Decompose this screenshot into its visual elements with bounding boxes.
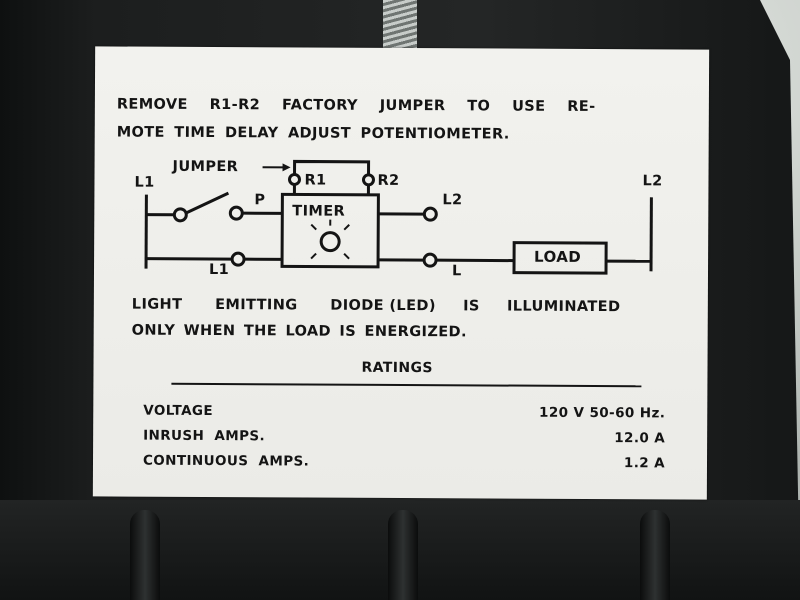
ratings-divider (171, 382, 642, 388)
label-r2: R2 (377, 172, 400, 189)
terminal-p (228, 205, 244, 221)
load-box (512, 241, 608, 275)
label-p: P (254, 192, 266, 209)
led-rays-icon (310, 219, 350, 260)
wiring-diagram (144, 159, 653, 275)
rating-value-voltage: 120 V 50-60 Hz. (539, 404, 666, 422)
word: EMITTING (215, 297, 298, 314)
word: DIODE (LED) (330, 297, 436, 315)
timer-box (280, 192, 380, 269)
terminal (172, 207, 188, 223)
label-jumper: JUMPER (172, 158, 239, 176)
terminal-l2 (422, 206, 438, 222)
rating-value-inrush: 12.0 A (614, 430, 666, 447)
word: ILLUMINATED (506, 298, 621, 316)
arrow-head (282, 163, 291, 172)
led-icon (319, 231, 341, 253)
label-l2-top: L2 (642, 173, 663, 190)
label-l1-top: L1 (134, 174, 155, 191)
terminal-l1 (230, 251, 246, 267)
word: IS (463, 298, 480, 315)
factory-jumper (293, 159, 371, 175)
label-timer: TIMER (292, 203, 346, 220)
rating-label-continuous: CONTINUOUS AMPS. (142, 452, 310, 470)
label-load: LOAD (534, 247, 582, 266)
ratings-heading: RATINGS (361, 359, 433, 377)
led-note-line-2: ONLY WHEN THE LOAD IS ENERGIZED. (131, 322, 467, 341)
led-note-line-1: LIGHT EMITTING DIODE (LED) IS ILLUMINATE… (132, 297, 621, 316)
threaded-stud (383, 0, 417, 52)
label-l-terminal: L (451, 263, 462, 280)
terminal-r2 (361, 173, 375, 187)
rating-value-continuous: 1.2 A (623, 455, 666, 472)
terminal-r1 (287, 172, 301, 186)
terminal-l (422, 252, 438, 268)
wiring-label-plate: REMOVE R1-R2 FACTORY JUMPER TO USE RE- M… (92, 46, 710, 500)
housing-rib (640, 510, 670, 600)
rating-label-voltage: VOLTAGE (143, 402, 214, 420)
switch-blade (185, 191, 230, 215)
housing-rib (130, 510, 160, 600)
label-l2-terminal: L2 (442, 192, 463, 209)
rating-label-inrush: INRUSH AMPS. (143, 427, 266, 445)
label-r1: R1 (304, 172, 327, 189)
word: LIGHT (131, 296, 183, 313)
housing-rib (388, 510, 418, 600)
label-l1-terminal: L1 (208, 261, 230, 279)
